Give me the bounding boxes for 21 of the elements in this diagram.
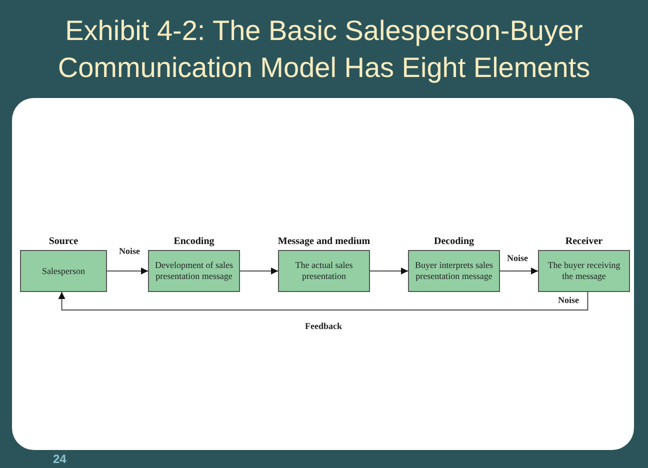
- arrow: [370, 267, 408, 275]
- process-box: The actual sales presentation: [278, 250, 370, 292]
- edge-label: Noise: [506, 253, 529, 264]
- slide-title: Exhibit 4-2: The Basic Salesperson-Buyer Communication Model Has Eight Elements: [56, 14, 592, 85]
- stage-heading: Encoding: [172, 236, 216, 248]
- arrow: [500, 267, 538, 275]
- stage-heading: Receiver: [564, 236, 604, 248]
- process-box: Salesperson: [20, 250, 107, 292]
- edge-label: Feedback: [304, 321, 343, 332]
- process-box: Development of sales presentation message: [148, 250, 240, 292]
- noise-label: Noise: [557, 295, 580, 306]
- arrow: [107, 267, 148, 275]
- arrow: [240, 267, 278, 275]
- arrow: [58, 292, 588, 311]
- page-number: 24: [53, 452, 66, 466]
- stage-heading: Message and medium: [276, 236, 372, 248]
- stage-heading: Source: [48, 236, 80, 248]
- process-box: Buyer interprets sales presentation message: [408, 250, 500, 292]
- stage-heading: Decoding: [433, 236, 475, 248]
- process-box: The buyer receiving the message: [538, 250, 630, 292]
- edge-label: Noise: [118, 246, 141, 257]
